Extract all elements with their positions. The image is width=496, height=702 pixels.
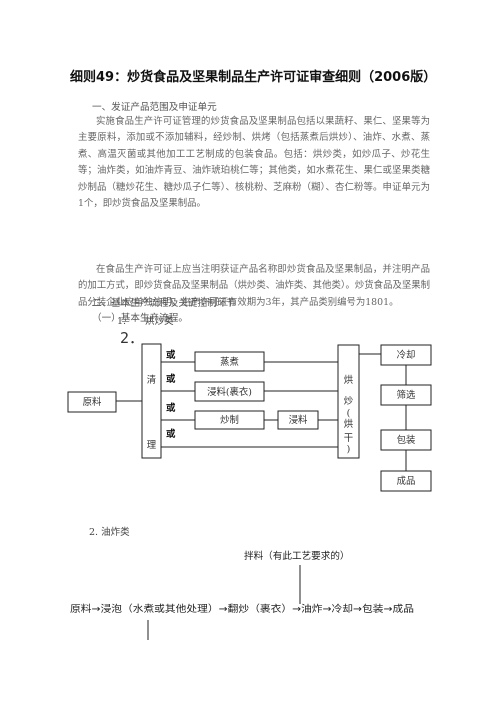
box-product <box>380 470 432 492</box>
text-steam: 蒸煮 <box>220 356 239 368</box>
text-product: 成品 <box>397 475 416 487</box>
text-or-1: 或 <box>166 349 176 361</box>
subsection-heading: （一）基本生产流程。 <box>92 313 188 324</box>
text-bake-2: 炒 <box>344 396 353 407</box>
text-or-3: 或 <box>166 402 176 414</box>
text-bake-3: ( <box>347 408 351 419</box>
section-heading-1: 一、发证产品范围及申证单元 <box>92 102 217 113</box>
text-screen: 筛选 <box>397 389 416 401</box>
text-fried-line: 原料→浸泡（水煮或其他处理）→翻炒（裹衣）→油炸→冷却→包装→成品 <box>70 603 414 615</box>
document-title: 细则49：炒货食品及坚果制品生产许可证审查细则（2006版） <box>70 70 437 85</box>
box-clean <box>141 343 162 459</box>
text-soak-coat: 浸料(裹衣) <box>207 386 252 398</box>
text-clean-bottom: 理 <box>147 440 157 451</box>
text-pack: 包装 <box>397 434 416 446</box>
text-bake-6: ) <box>347 444 351 455</box>
text-bake-4: 烘 <box>344 418 353 430</box>
text-soak: 浸料 <box>289 414 308 426</box>
item-roast-label: 1. 烘炒类 <box>117 316 174 327</box>
text-cool: 冷却 <box>397 349 416 361</box>
paragraph-license: 在食品生产许可证上应当注明获证产品名称即炒货食品及坚果制品，并注明产品的加工方式… <box>78 264 430 308</box>
text-bake-1: 烘 <box>344 374 353 386</box>
paragraph-scope: 实施食品生产许可证管理的炒货食品及坚果制品包括以果蔬籽、果仁、坚果等为主要原料，… <box>78 116 430 210</box>
box-raw <box>67 391 117 413</box>
text-mix: 拌料（有此工艺要求的） <box>244 550 350 562</box>
text-or-2: 或 <box>166 373 176 385</box>
box-bake <box>337 344 360 459</box>
section-heading-2: 二、基本生产流程及关键控制环节 <box>92 298 236 309</box>
text-clean-top: 清 <box>147 374 156 386</box>
text-or-4: 或 <box>166 428 176 440</box>
text-stir-fry: 炒制 <box>220 414 239 426</box>
text-bake-5: 干 <box>344 433 353 444</box>
item-fried-label: 2. 油炸类 <box>89 527 130 538</box>
text-raw: 原料 <box>83 396 102 408</box>
item-2-marker: 2． <box>120 329 145 347</box>
